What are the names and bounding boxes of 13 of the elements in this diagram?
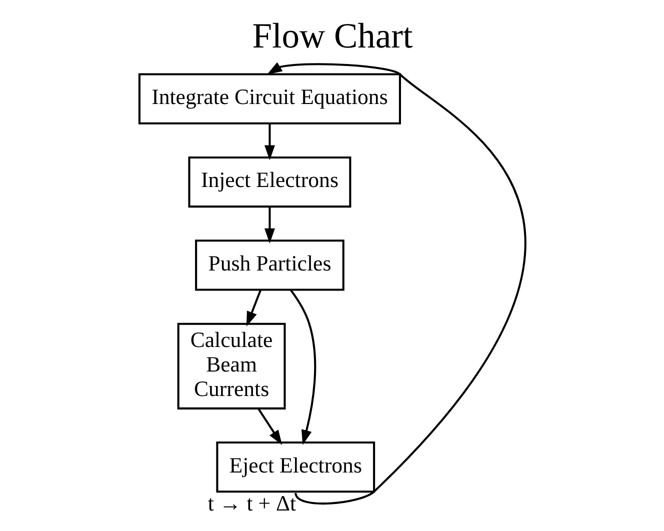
node-box: Push Particles (194, 240, 344, 291)
arrow (256, 408, 282, 446)
arrow (266, 62, 525, 505)
node-box: Integrate Circuit Equations (138, 73, 400, 124)
arrow (264, 206, 274, 244)
arrow (289, 289, 316, 446)
node-box: Calculate Beam Currents (176, 322, 286, 410)
edge-label: t → t + Δt (207, 491, 296, 516)
node-box: Inject Electrons (188, 156, 351, 208)
node-box: Eject Electrons (216, 442, 375, 493)
diagram-title: Flow Chart (252, 15, 412, 56)
arrow (264, 123, 274, 160)
arrow (246, 289, 262, 326)
